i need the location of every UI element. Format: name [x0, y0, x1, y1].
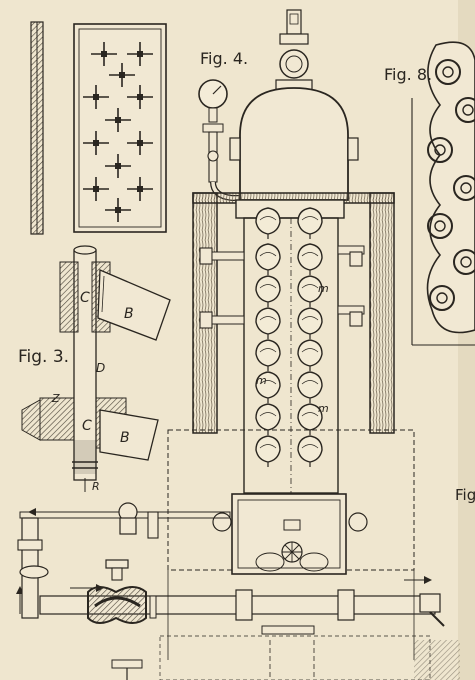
- fig3-caption: Fig. 3.: [18, 347, 69, 367]
- label-m-1: m: [318, 282, 329, 295]
- label-D: D: [96, 361, 105, 375]
- label-Z: Z: [51, 392, 60, 405]
- label-m-3: m: [318, 402, 329, 415]
- cross-plate-figure: [30, 21, 167, 235]
- label-B-lower: B: [120, 430, 130, 446]
- fig4-apparatus: [19, 9, 436, 680]
- label-m-2: m: [256, 374, 267, 387]
- fig4-caption: Fig. 4.: [200, 49, 248, 68]
- label-R: R: [92, 480, 100, 493]
- fig8-caption: Fig. 8.: [384, 65, 432, 84]
- fig-partial-caption: Fig: [455, 486, 475, 504]
- label-B-upper: B: [124, 306, 134, 322]
- right-outlet: [404, 576, 460, 680]
- fig8-chain-drawing: [411, 41, 475, 346]
- fig3-section-drawing: [21, 245, 171, 492]
- label-C-upper: C: [80, 290, 90, 306]
- label-C-lower: C: [82, 418, 92, 434]
- lower-valve-assembly: [16, 508, 157, 680]
